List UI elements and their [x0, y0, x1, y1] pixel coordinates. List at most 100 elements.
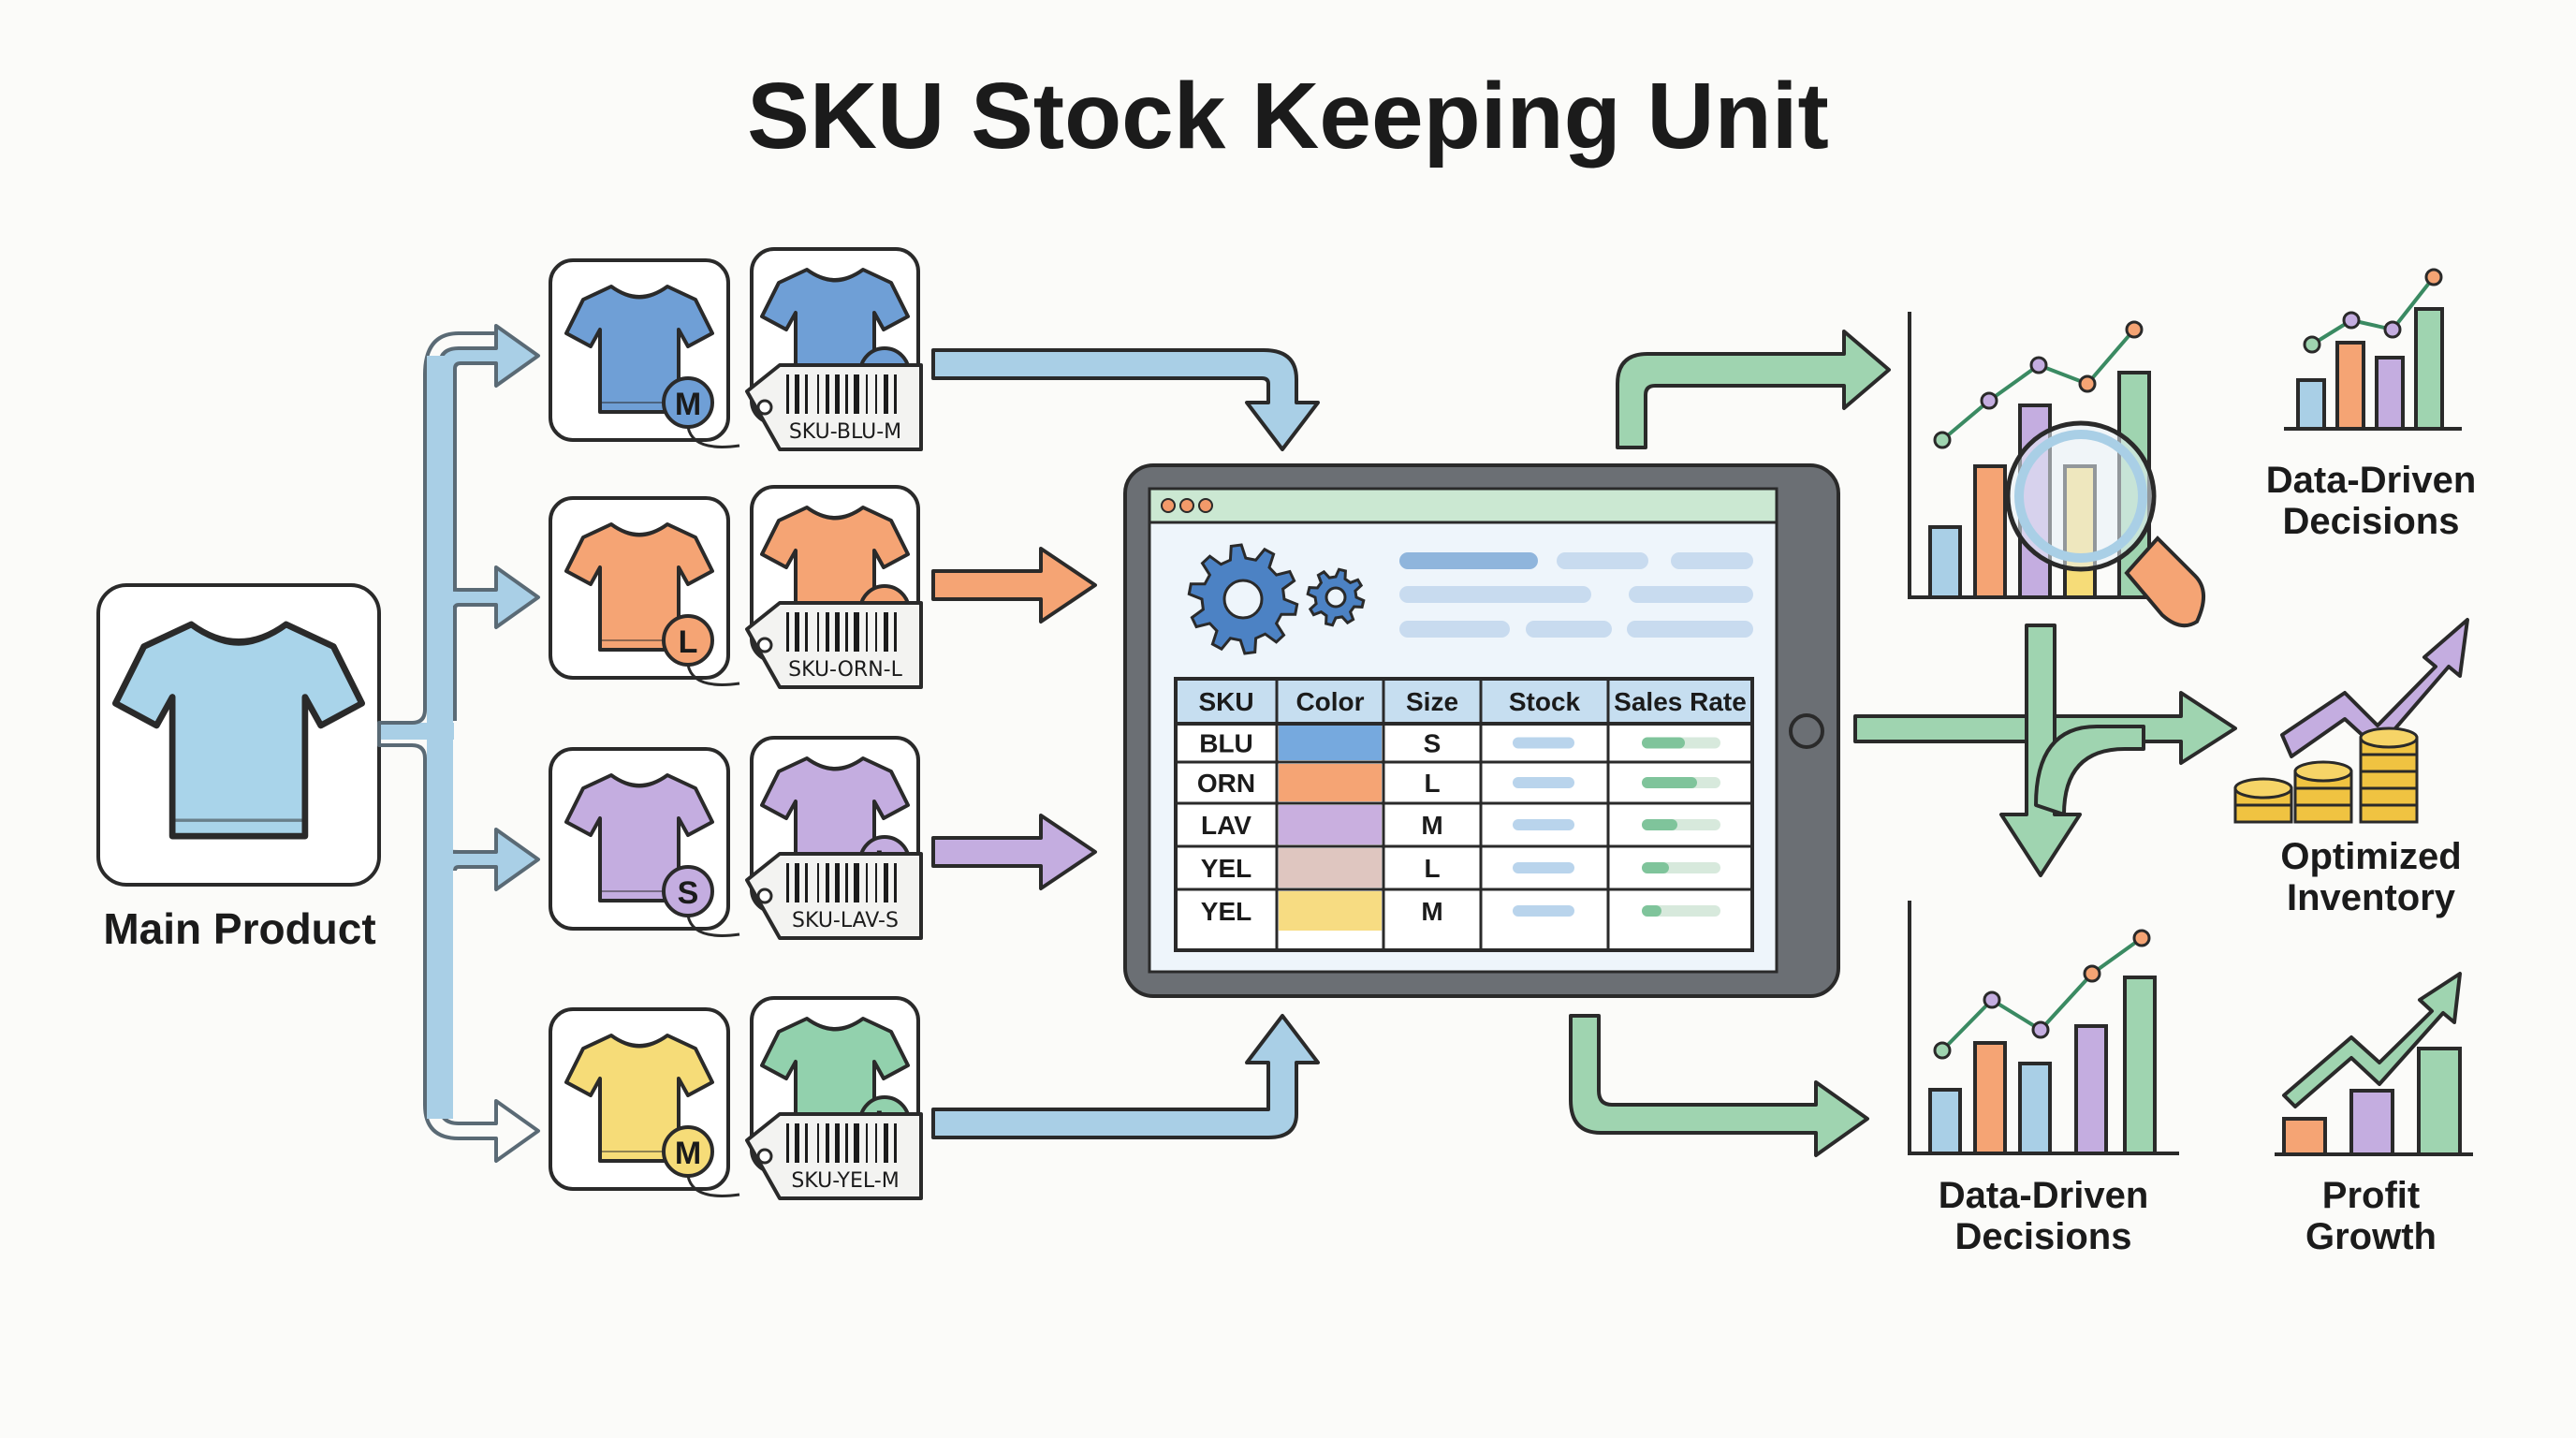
tablet-home-button[interactable]	[1789, 713, 1824, 749]
coin	[2359, 786, 2419, 807]
chart-bar	[1928, 525, 1962, 599]
barcode-bar	[826, 863, 829, 902]
tag-hole	[756, 637, 773, 653]
sales-rate-fill	[1642, 905, 1661, 917]
chart-bar	[2296, 378, 2326, 431]
trend-point	[2424, 268, 2443, 286]
barcode-bar	[795, 1123, 799, 1163]
placeholder-lines	[1399, 552, 1753, 638]
barcode-bar	[786, 612, 789, 652]
barcode-bar	[854, 374, 859, 414]
trend-line	[2310, 275, 2436, 346]
barcode-bar	[894, 863, 897, 902]
trend-point	[2303, 335, 2321, 354]
barcode-bar	[835, 1123, 840, 1163]
coin-top	[2233, 777, 2293, 800]
barcode-bar	[894, 374, 897, 414]
barcode-icon	[786, 1123, 897, 1163]
table-cell-color-swatch	[1279, 764, 1382, 801]
barcode-bar	[817, 612, 819, 652]
profit-growth-icon	[2275, 972, 2473, 1156]
chart-bar	[2414, 307, 2444, 431]
inventory-growth-icon	[2233, 618, 2469, 824]
barcode-bar	[817, 1123, 819, 1163]
tag-hole	[756, 1148, 773, 1165]
chart-bar	[2074, 1024, 2108, 1155]
table-header-cell: Color	[1295, 687, 1364, 716]
tag-string	[686, 426, 740, 448]
arrow-out-of-tablet	[1569, 330, 2237, 1157]
barcode-bar	[884, 1123, 888, 1163]
barcode-bar	[826, 1123, 829, 1163]
bar-chart-icon	[2284, 268, 2462, 431]
barcode-bar	[805, 612, 808, 652]
barcode-bar	[826, 612, 829, 652]
barcode-bar	[795, 612, 799, 652]
chart-bar	[1973, 1041, 2007, 1155]
table-row[interactable]: YEL L	[1176, 844, 1752, 888]
barcode-bar	[866, 1123, 868, 1163]
page-title: SKU Stock Keeping Unit	[747, 64, 1829, 169]
barcode-bar	[884, 374, 888, 414]
coin-top	[2359, 726, 2419, 749]
size-badge-label: M	[675, 387, 701, 422]
sku-code-label: SKU-LAV-S	[792, 909, 899, 932]
table-cell-color-swatch	[1279, 848, 1382, 888]
barcode-bar	[795, 374, 799, 414]
barcode-bar	[805, 863, 808, 902]
barcode-bar	[805, 1123, 808, 1163]
main-product-label: Main Product	[103, 904, 375, 953]
table-cell-size: M	[1421, 897, 1442, 926]
branch-arrows	[377, 324, 540, 1163]
trend-point	[1983, 990, 2001, 1009]
price-tag	[745, 1112, 923, 1200]
analytics-chart-with-magnifier	[1908, 312, 2205, 628]
window-dot-icon[interactable]	[1161, 498, 1176, 513]
barcode-bar	[817, 863, 819, 902]
variant-card: SLSKU-LAV-S	[549, 736, 923, 940]
trend-point	[2125, 320, 2144, 339]
barcode-bar	[854, 1123, 859, 1163]
barcode-bar	[875, 863, 877, 902]
barcode-bar	[817, 374, 819, 414]
barcode-bar	[835, 374, 840, 414]
table-header-cell: SKU	[1198, 687, 1253, 716]
barcode-bar	[845, 612, 848, 652]
table-cell-size: M	[1421, 811, 1442, 840]
barcode-bar	[786, 374, 789, 414]
chart-bar	[2375, 356, 2405, 431]
bar-chart-icon	[1908, 901, 2179, 1155]
gear-icon	[1306, 567, 1366, 627]
barcode-bar	[786, 1123, 789, 1163]
barcode-bar	[854, 863, 859, 902]
stock-level-bar	[1513, 777, 1574, 788]
table-cell-size: L	[1424, 854, 1440, 883]
table-cell-color-swatch	[1279, 726, 1382, 760]
table-cell-sku: YEL	[1201, 854, 1251, 883]
chart-bar	[2018, 1062, 2052, 1155]
barcode-bar	[894, 1123, 897, 1163]
chart-bar	[1973, 464, 2007, 599]
sku-code-label: SKU-BLU-M	[789, 420, 901, 444]
trend-point	[2383, 320, 2402, 339]
window-dot-icon[interactable]	[1179, 498, 1194, 513]
table-header-cell: Sales Rate	[1614, 687, 1747, 716]
price-tag	[745, 852, 923, 940]
trend-point	[2029, 356, 2048, 374]
sku-code-label: SKU-YEL-M	[791, 1169, 899, 1193]
size-badge-label: S	[678, 875, 699, 911]
sales-rate-fill	[1642, 819, 1677, 830]
coin-top	[2293, 760, 2353, 783]
window-dot-icon[interactable]	[1198, 498, 1213, 513]
sales-rate-fill	[1642, 862, 1669, 873]
magnifier-lens	[2014, 430, 2147, 563]
variant-card: M SKU-BLU-M	[549, 247, 923, 451]
